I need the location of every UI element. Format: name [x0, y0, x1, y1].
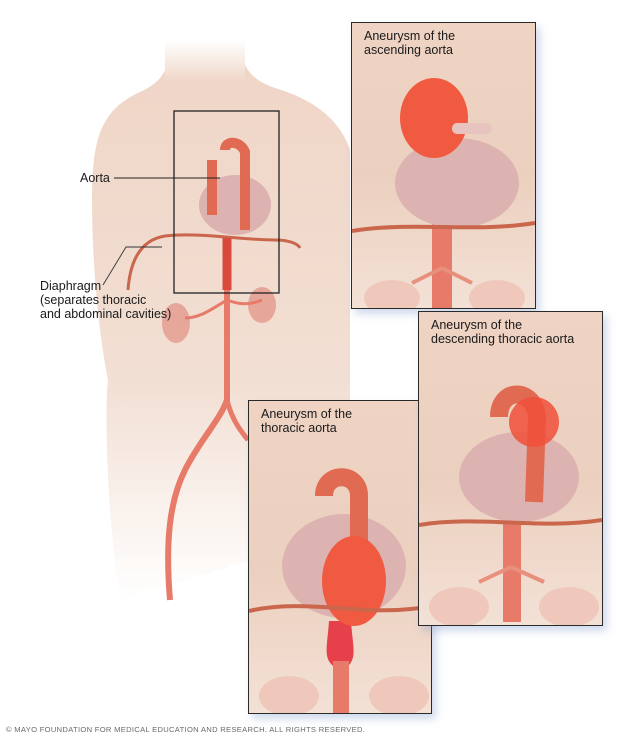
panel-title-line1: Aneurysm of the [364, 29, 456, 43]
diaphragm-label: Diaphragm (separates thoracic and abdomi… [40, 279, 171, 321]
heart-illustration-thoracic [249, 468, 431, 713]
heart-illustration-ascending [352, 78, 535, 308]
panel-title-line1: Aneurysm of the [261, 407, 353, 421]
diaphragm-label-line3: and abdominal cavities) [40, 307, 172, 321]
copyright-footer: © MAYO FOUNDATION FOR MEDICAL EDUCATION … [6, 725, 366, 734]
diaphragm-label-line2: (separates thoracic [40, 293, 147, 307]
panel-title-line2: ascending aorta [364, 43, 453, 57]
heart-illustration-descending [419, 385, 602, 625]
panel-descending-thoracic-aorta: Aneurysm of the descending thoracic aort… [418, 311, 603, 626]
panel-title: Aneurysm of the ascending aorta [364, 29, 455, 57]
panel-ascending-aorta: Aneurysm of the ascending aorta [351, 22, 536, 309]
panel-title-line1: Aneurysm of the [431, 318, 523, 332]
diaphragm-label-line1: Diaphragm [40, 279, 102, 293]
aorta-label: Aorta [80, 171, 110, 185]
panel-title-line2: thoracic aorta [261, 421, 337, 435]
panel-title-line2: descending thoracic aorta [431, 332, 575, 346]
panel-title: Aneurysm of the descending thoracic aort… [431, 318, 574, 346]
panel-title: Aneurysm of the thoracic aorta [261, 407, 352, 435]
panel-thoracic-aorta: Aneurysm of the thoracic aorta [248, 400, 432, 714]
